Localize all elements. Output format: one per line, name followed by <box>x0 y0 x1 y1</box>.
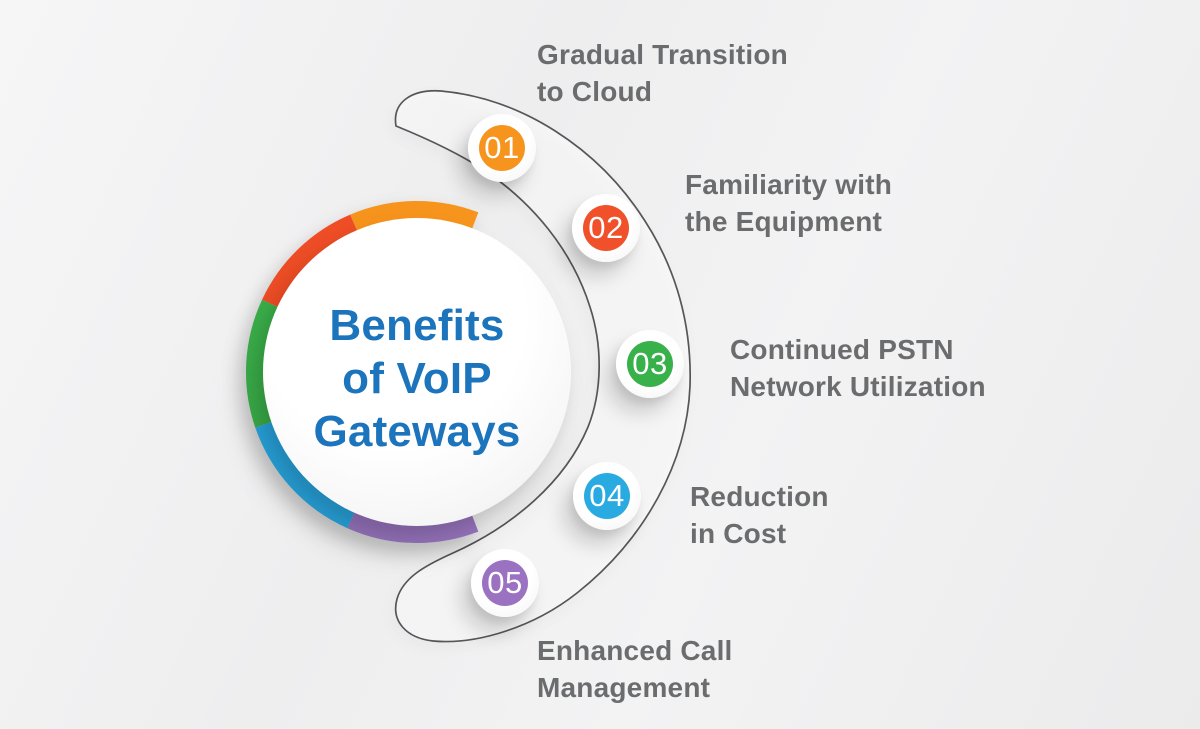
step-label-04-line1: Reduction <box>690 481 829 512</box>
step-number-circle-04: 04 <box>584 473 630 519</box>
main-title: Benefits of VoIP Gateways <box>263 224 571 532</box>
step-number-02: 02 <box>588 210 624 245</box>
color-ring <box>246 201 479 543</box>
step-label-04: Reduction in Cost <box>690 478 829 552</box>
main-title-line: Gateways <box>313 406 521 456</box>
step-badge-05: 05 <box>471 549 539 617</box>
step-badge-01: 01 <box>468 114 536 182</box>
step-number-circle-02: 02 <box>583 205 629 251</box>
ring-segment-purple <box>347 511 479 543</box>
step-number-05: 05 <box>487 565 523 600</box>
step-label-01-line2: to Cloud <box>537 76 653 107</box>
ring-segment-blue <box>255 421 355 529</box>
step-number-04: 04 <box>589 478 625 513</box>
step-number-circle-05: 05 <box>482 560 528 606</box>
step-label-02-line1: Familiarity with <box>685 169 893 200</box>
center-circle <box>263 218 571 526</box>
step-badge-03: 03 <box>616 330 684 398</box>
step-label-01-line1: Gradual Transition <box>537 39 788 70</box>
ring-segment-green <box>246 299 279 428</box>
step-label-03: Continued PSTN Network Utilization <box>730 331 986 405</box>
step-number-01: 01 <box>484 130 520 165</box>
step-label-01: Gradual Transition to Cloud <box>537 36 788 110</box>
step-label-03-line1: Continued PSTN <box>730 334 954 365</box>
step-label-05: Enhanced Call Management <box>537 632 733 706</box>
ring-segment-orange <box>350 201 479 232</box>
step-label-05-line2: Management <box>537 672 711 703</box>
main-title-line: of VoIP <box>342 353 492 403</box>
step-number-03: 03 <box>632 346 668 381</box>
step-label-05-line1: Enhanced Call <box>537 635 733 666</box>
step-badge-04: 04 <box>573 462 641 530</box>
main-title-line: Benefits <box>329 300 505 350</box>
step-badge-02: 02 <box>572 194 640 262</box>
step-number-circle-01: 01 <box>479 125 525 171</box>
step-label-04-line2: in Cost <box>690 518 787 549</box>
ring-segment-red <box>262 214 358 308</box>
step-label-03-line2: Network Utilization <box>730 371 986 402</box>
step-label-02-line2: the Equipment <box>685 206 883 237</box>
step-label-02: Familiarity with the Equipment <box>685 166 892 240</box>
step-number-circle-03: 03 <box>627 341 673 387</box>
